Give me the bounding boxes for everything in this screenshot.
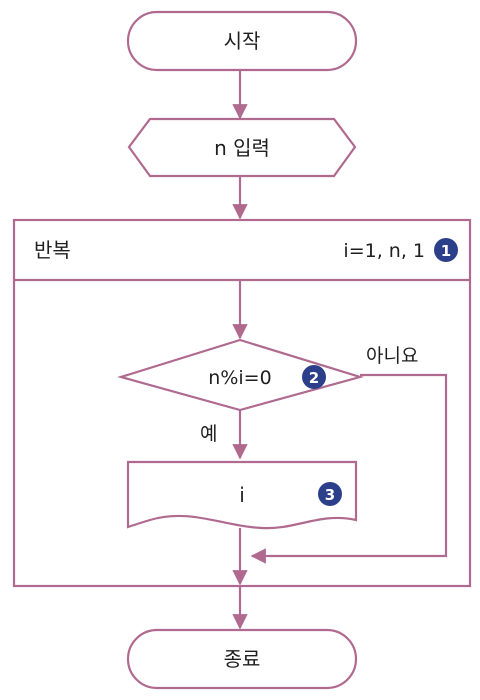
decision-yes-label: 예 — [200, 423, 217, 445]
loop-label: 반복 — [34, 238, 71, 262]
loop-badge — [434, 238, 458, 262]
decision-label: n%i=0 — [208, 367, 271, 389]
loop-condition: i=1, n, 1 — [343, 240, 425, 262]
loop-block: 반복 i=1, n, 1 1 — [12, 218, 472, 588]
arrow-no-path — [250, 373, 448, 564]
start-label: 시작 — [224, 29, 261, 53]
input-label: n 입력 — [214, 136, 270, 160]
loop-frame — [12, 218, 472, 588]
output-badge — [318, 482, 342, 506]
input-shape — [127, 117, 357, 178]
decision-badge-number: 2 — [309, 369, 319, 387]
connectors — [232, 70, 448, 630]
start-terminal: 시작 — [126, 10, 358, 72]
decision-no-label: 아니요 — [366, 345, 418, 367]
end-terminal: 종료 — [126, 628, 358, 690]
decision-shape — [117, 338, 364, 412]
loop-badge-number: 1 — [441, 242, 451, 260]
output-badge-number: 3 — [325, 486, 335, 504]
start-shape — [126, 10, 358, 72]
input-node: n 입력 — [127, 117, 357, 178]
output-node: i 3 — [126, 460, 358, 530]
decision-badge — [302, 365, 326, 389]
end-shape — [126, 628, 358, 690]
output-shape — [126, 460, 358, 530]
end-label: 종료 — [224, 647, 261, 671]
output-label: i — [239, 483, 245, 507]
decision-node: n%i=0 2 예 아니요 — [117, 338, 418, 445]
